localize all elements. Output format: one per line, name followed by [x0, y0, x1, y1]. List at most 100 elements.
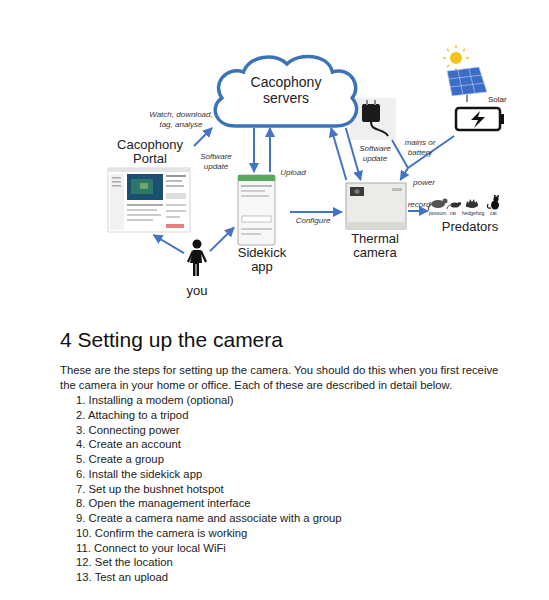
- flow-arrow: [346, 128, 361, 180]
- list-item: 5. Create a group: [76, 452, 512, 466]
- battery-symbol: [471, 111, 485, 128]
- edge-label: record: [406, 200, 432, 210]
- portal-screenshot: [108, 168, 190, 172]
- solar-panel: [466, 95, 468, 102]
- portal-screenshot: [112, 185, 121, 187]
- app-screen: Sidekick app: [234, 172, 290, 272]
- phone-screenshot: [241, 233, 261, 235]
- edge-label: Configure: [292, 216, 334, 226]
- phone-screenshot: [241, 228, 272, 230]
- flow-arrow: [408, 210, 428, 212]
- predator-icons: [428, 195, 499, 210]
- edge-label: Software update: [355, 144, 395, 163]
- phone-screenshot: [242, 216, 271, 222]
- list-item: 6. Install the sidekick app: [76, 467, 512, 481]
- camera-illustration: [355, 189, 360, 194]
- camera-illustration: [346, 183, 406, 229]
- solar-panel: [443, 45, 469, 71]
- list-item: 4. Create an account: [76, 437, 512, 451]
- list-item: 8. Open the management interface: [76, 496, 512, 510]
- node-label: Sidekick app: [234, 246, 290, 274]
- list-item: 10. Confirm the camera is working: [76, 526, 512, 540]
- solar-panel: [443, 45, 487, 102]
- predator-icons: [443, 199, 448, 204]
- edge-label: Upload: [276, 168, 310, 178]
- body-text: These are the steps for setting up the c…: [60, 363, 505, 393]
- animal-label: rat: [450, 210, 456, 216]
- predator-icons: [466, 199, 478, 207]
- person-figure: [193, 240, 202, 249]
- camera-illustration: [392, 188, 402, 191]
- list-item: 9. Create a camera name and associate wi…: [76, 511, 512, 525]
- node-label: you: [174, 284, 220, 298]
- portal-screenshot: [166, 175, 186, 177]
- user-figure: you: [184, 238, 210, 302]
- portal-screenshot: [166, 180, 182, 182]
- list-item: 1. Installing a modem (optional): [76, 393, 512, 407]
- mains-adapter: [374, 100, 376, 105]
- camera-box: Thermal camera: [342, 180, 408, 264]
- portal-screenshot: [166, 224, 184, 228]
- phone-screenshot: [241, 185, 272, 187]
- list-item: 11. Connect to your local WiFi: [76, 541, 512, 555]
- edge-label: power: [410, 178, 438, 188]
- portal-screenshot: [140, 183, 148, 189]
- battery-symbol: [456, 108, 504, 130]
- portal-screenshot: [166, 216, 180, 218]
- section-heading: 4 Setting up the camera: [60, 327, 283, 353]
- node-label: Cacophony servers: [236, 74, 336, 106]
- flow-arrow: [290, 211, 342, 213]
- flow-arrow: [153, 235, 184, 253]
- node-label: Solar: [488, 95, 514, 104]
- portal-screenshot: [127, 204, 163, 206]
- portal-screenshot: [127, 219, 153, 221]
- portal-screenshot: [127, 174, 163, 200]
- camera-illustration: [346, 222, 406, 229]
- portal-screenshot: [127, 214, 161, 216]
- predator-icons: [487, 204, 491, 208]
- list-item: 2. Attaching to a tripod: [76, 408, 512, 422]
- battery-symbol: [500, 114, 504, 124]
- mains-adapter: [362, 104, 380, 122]
- predator-icons: [493, 196, 498, 201]
- solar-panel: [450, 52, 462, 64]
- edge-label: Watch, download, tag, analyse: [146, 110, 216, 129]
- edge-label: Software update: [196, 152, 236, 171]
- animal-label: hedgehog: [462, 210, 484, 216]
- camera-illustration: [346, 183, 406, 229]
- flow-arrow: [331, 128, 346, 180]
- predator-icons: [447, 205, 451, 209]
- node-label: Cacophony Portal: [106, 138, 194, 166]
- portal-screenshot: [166, 204, 186, 206]
- predator-icons: [495, 195, 499, 197]
- annotation: mains or battery: [400, 138, 440, 157]
- flow-arrow: [253, 128, 255, 172]
- phone-screenshot: [241, 190, 265, 192]
- animal-label: cat: [490, 210, 497, 216]
- flow-arrow: [400, 136, 454, 180]
- portal-screenshot: [110, 174, 124, 230]
- phone-screenshot: [238, 175, 275, 181]
- portal-screenshot: [108, 168, 190, 232]
- portal-screenshot: [166, 210, 186, 212]
- node-label: Thermal camera: [342, 232, 408, 260]
- power-source: Solar: [440, 52, 512, 136]
- animal-label: possum: [429, 210, 447, 216]
- portal-screenshot: [112, 181, 121, 183]
- solar-panel: [447, 67, 487, 96]
- portal-screenshot: [112, 177, 121, 179]
- portal-screenshot: [127, 209, 157, 211]
- person-figure: [188, 240, 206, 277]
- list-item: 7. Set up the bushnet hotspot: [76, 482, 512, 496]
- list-item: 3. Connecting power: [76, 423, 512, 437]
- connector-group: [153, 128, 454, 253]
- list-item: 12. Set the location: [76, 555, 512, 569]
- portal-screenshot: [166, 185, 184, 187]
- server-cloud: Cacophony servers: [208, 52, 364, 128]
- cloud-outline: [215, 56, 356, 126]
- phone-screenshot: [238, 175, 275, 245]
- phone-screenshot: [241, 195, 269, 197]
- battery-symbol: [456, 108, 500, 130]
